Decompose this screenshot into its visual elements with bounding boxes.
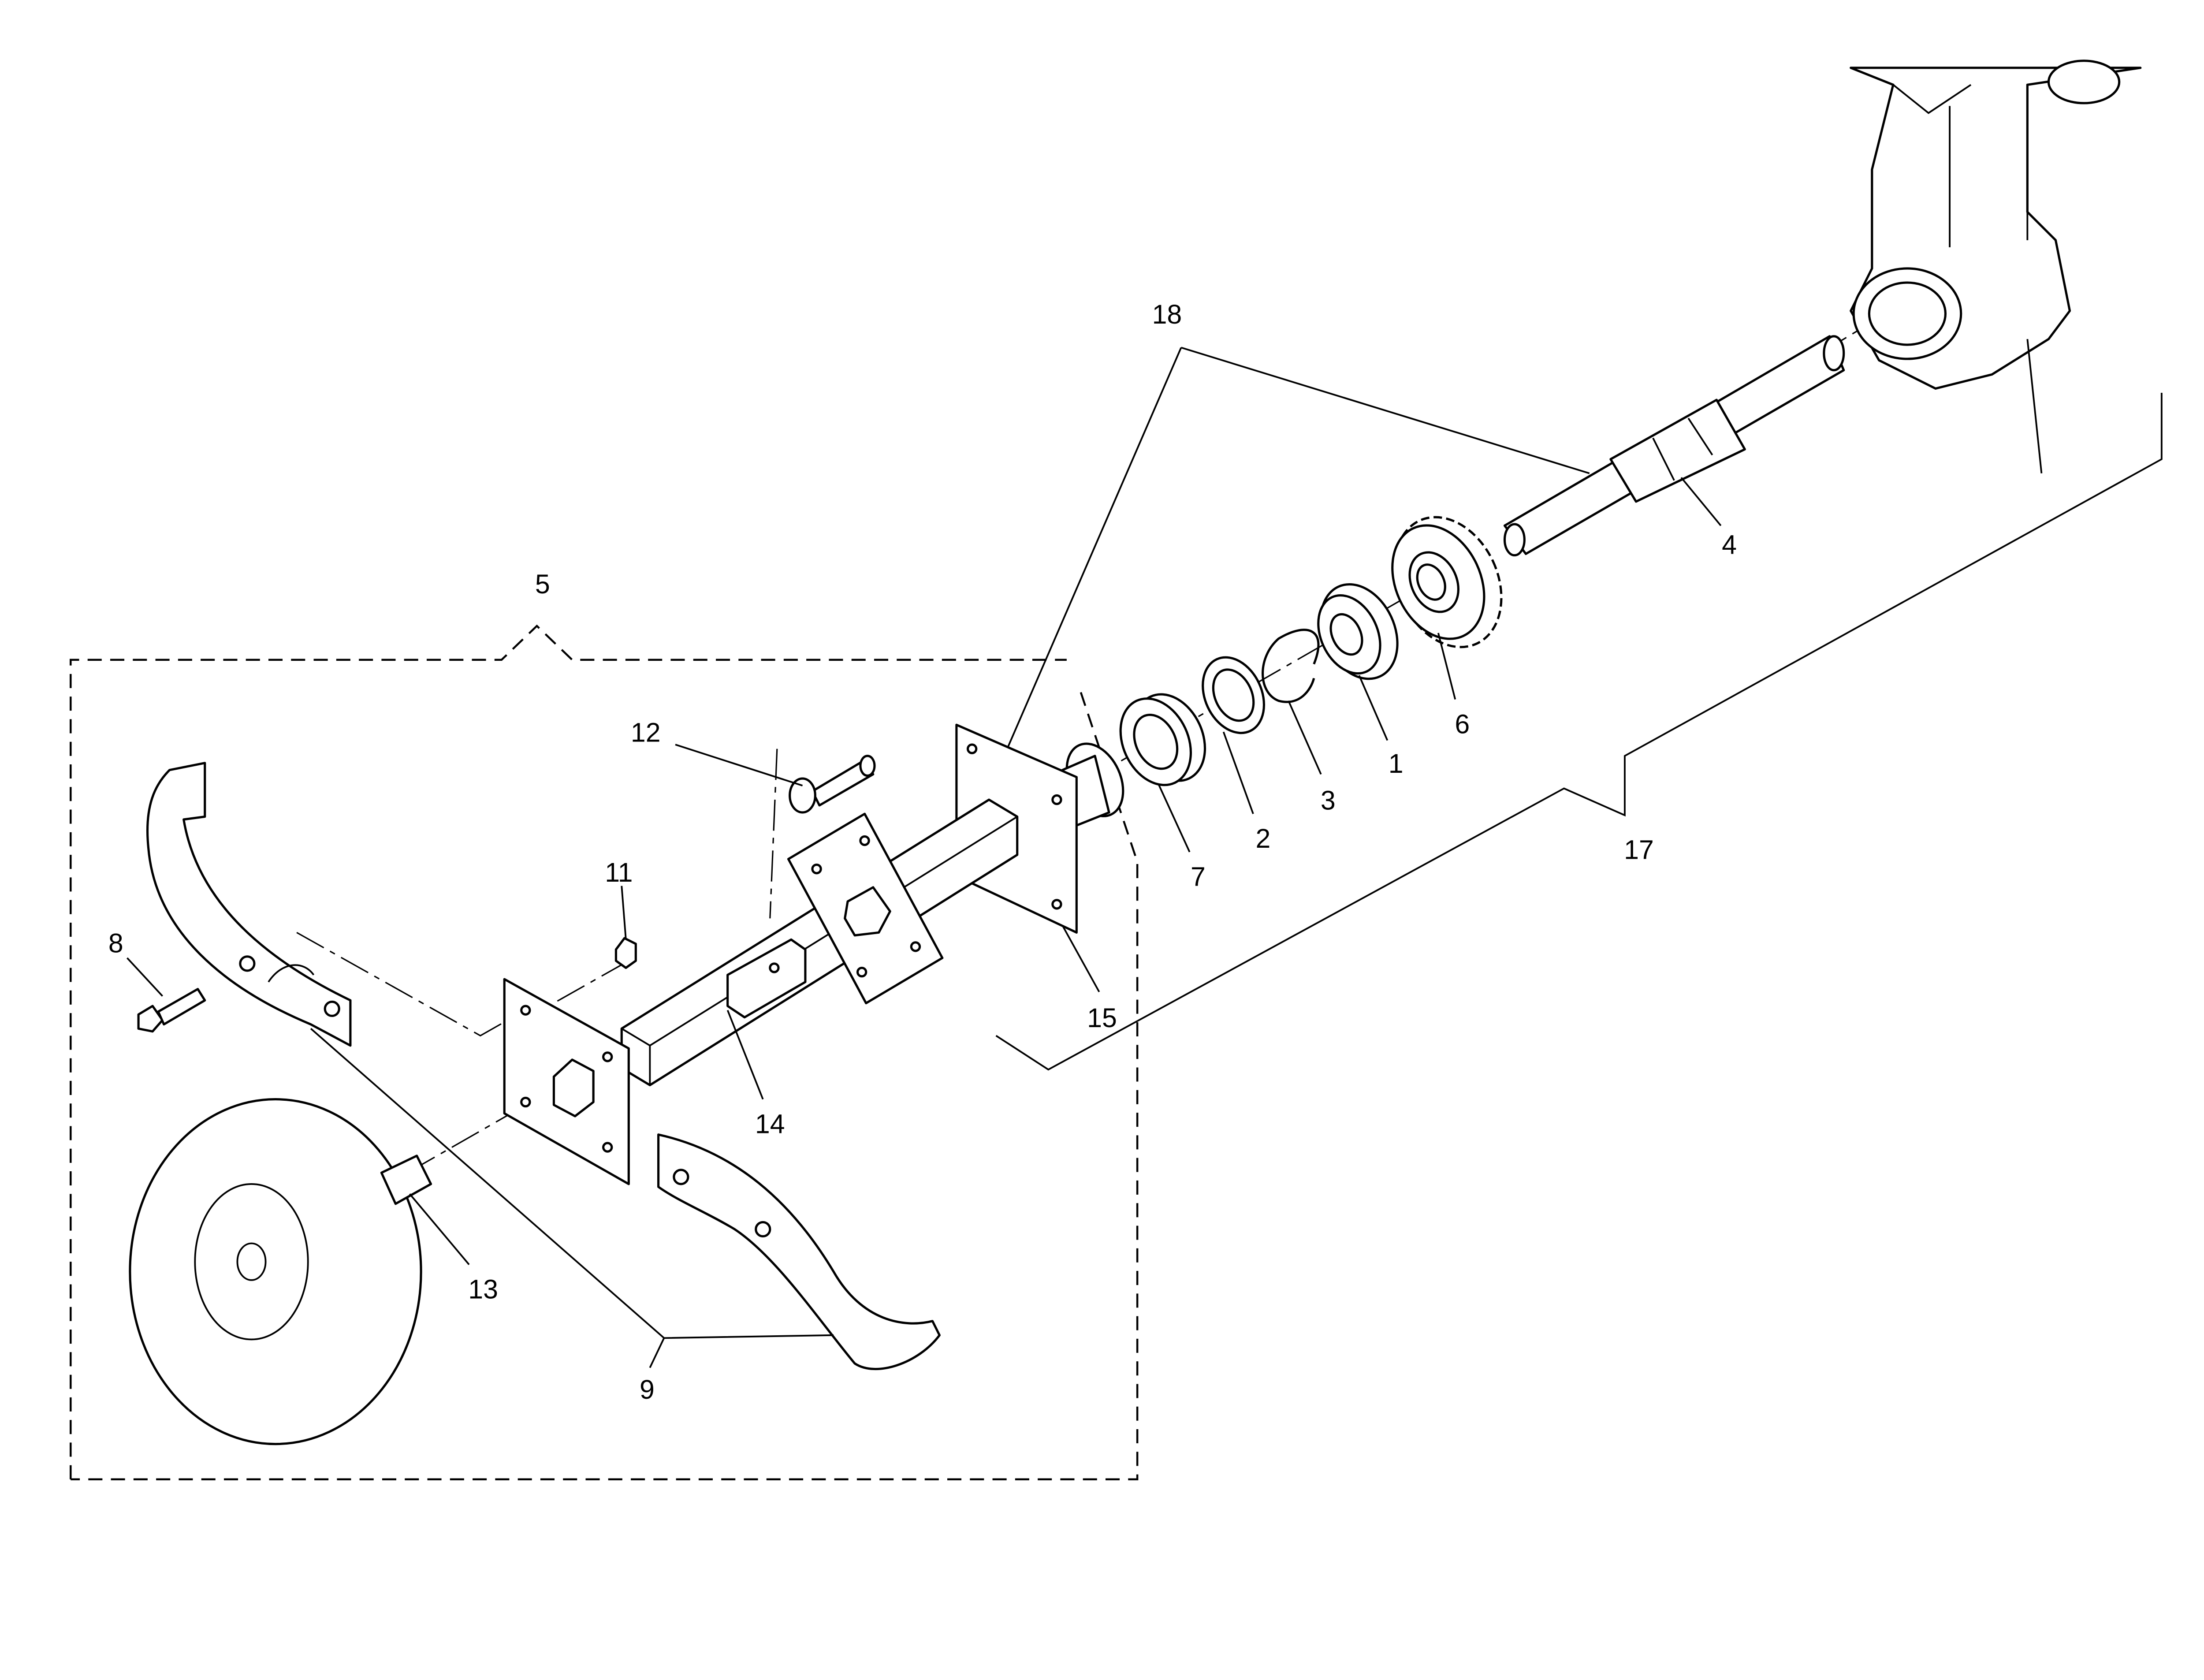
- bearing-1: [1317, 583, 1399, 680]
- callout-13: 13: [468, 1274, 498, 1304]
- parts-diagram: 18 5 4 6 1 3 2 7 17 15 12 11 8 14 13 9: [70, 60, 2163, 1481]
- leader-15: [1061, 925, 1100, 992]
- assembly-5-boundary: [70, 624, 1139, 1481]
- callout-12: 12: [631, 718, 661, 748]
- snap-ring-3: [1262, 629, 1320, 703]
- assembly-17-bracket: [995, 393, 2163, 1071]
- leader-11: [621, 886, 627, 940]
- leader-14: [726, 1009, 764, 1100]
- callout-4: 4: [1722, 529, 1737, 559]
- leader-6: [1437, 633, 1456, 700]
- tine-lower: [657, 1133, 941, 1371]
- leader-8: [127, 957, 164, 997]
- bolt-12: [789, 755, 876, 814]
- callout-11: 11: [605, 857, 633, 887]
- leader-18: [1005, 346, 1590, 752]
- callout-3: 3: [1321, 786, 1336, 816]
- callout-15: 15: [1087, 1003, 1117, 1033]
- leader-13: [409, 1193, 470, 1265]
- callout-8: 8: [108, 928, 123, 958]
- gear-6: [1391, 516, 1503, 648]
- callout-5: 5: [535, 569, 550, 599]
- leader-9: [310, 1028, 834, 1368]
- arm-housing: [1850, 60, 2142, 473]
- callout-14: 14: [755, 1109, 785, 1139]
- shaft-4: [1503, 335, 1845, 557]
- callout-1: 1: [1389, 749, 1404, 779]
- leader-12: [675, 744, 803, 786]
- washer-2: [1202, 656, 1266, 734]
- callout-7: 7: [1191, 862, 1206, 892]
- leader-1: [1358, 675, 1389, 741]
- exploded-view-svg: 18 5 4 6 1 3 2 7 17 15 12 11 8 14 13 9: [70, 60, 2163, 1481]
- bushing-7: [1119, 693, 1206, 786]
- leader-4: [1680, 477, 1722, 526]
- tube-end-stub: [726, 938, 807, 1019]
- callout-17: 17: [1624, 835, 1654, 865]
- callout-6: 6: [1455, 709, 1470, 739]
- bolt-8: [137, 988, 206, 1033]
- nut-11: [614, 937, 637, 969]
- callout-2: 2: [1255, 823, 1270, 853]
- callout-18: 18: [1152, 299, 1182, 329]
- callout-9: 9: [640, 1375, 655, 1404]
- tine-upper: [146, 762, 352, 1047]
- disc-13: [129, 1098, 432, 1445]
- leader-2: [1222, 731, 1254, 814]
- leader-7: [1158, 784, 1191, 853]
- left-plate: [503, 978, 630, 1185]
- middle-plate: [787, 812, 944, 1005]
- leader-3: [1288, 700, 1322, 775]
